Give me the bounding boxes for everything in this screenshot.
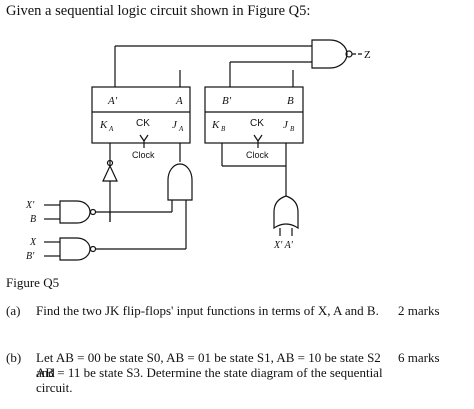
and-gate-ja xyxy=(167,163,193,201)
part-a-text: Find the two JK flip-flops' input functi… xyxy=(36,303,379,318)
output-gate xyxy=(311,39,348,69)
nand-gate-2 xyxy=(59,237,91,261)
ffb-ck: CK xyxy=(250,118,264,129)
ffa-k: K xyxy=(99,119,108,131)
ffb-j: J xyxy=(283,119,289,131)
input-x: X xyxy=(29,237,37,248)
or-gate-input-labels: X' A' xyxy=(273,240,294,251)
flipflop-a-box xyxy=(91,86,191,144)
circuit-diagram: Z A' A K A CK J A Clock B' B K B CK J B … xyxy=(25,39,371,262)
ffa-j-sub: A xyxy=(178,125,184,133)
input-b: B xyxy=(30,214,36,225)
ffb-j-sub: B xyxy=(290,125,295,133)
part-a-label: (a) xyxy=(6,303,21,318)
nand-gate-1 xyxy=(59,200,91,224)
part-b-line2: AB = 11 be state S3. Determine the state… xyxy=(36,365,383,380)
input-x-prime: X' xyxy=(25,200,35,211)
ffa-qbar: A' xyxy=(107,95,118,107)
ffb-k: K xyxy=(211,119,220,131)
question-title: Given a sequential logic circuit shown i… xyxy=(6,3,311,19)
part-b-line3: circuit. xyxy=(36,380,73,395)
ffa-j: J xyxy=(172,119,178,131)
flipflop-b-box xyxy=(204,86,304,144)
part-a-marks: 2 marks xyxy=(398,303,440,318)
part-b-marks: 6 marks xyxy=(398,350,440,365)
input-b-prime: B' xyxy=(26,251,35,262)
output-label-z: Z xyxy=(364,49,371,61)
part-b: (b) Let AB = 00 be state S0, AB = 01 be … xyxy=(6,350,391,398)
or-gate-bottom xyxy=(273,195,299,230)
ffa-clock-label: Clock xyxy=(132,150,155,160)
ffa-k-sub: A xyxy=(108,125,114,133)
ffa-q: A xyxy=(175,95,183,107)
ffa-ck: CK xyxy=(136,118,150,129)
part-b-label: (b) xyxy=(6,350,22,365)
figure-caption: Figure Q5 xyxy=(6,275,60,290)
ffb-q: B xyxy=(287,95,294,107)
ffb-k-sub: B xyxy=(221,125,226,133)
part-b-line1: Let AB = 00 be state S0, AB = 01 be stat… xyxy=(36,350,381,380)
ffb-qbar: B' xyxy=(222,95,232,107)
ffb-clock-label: Clock xyxy=(246,150,269,160)
